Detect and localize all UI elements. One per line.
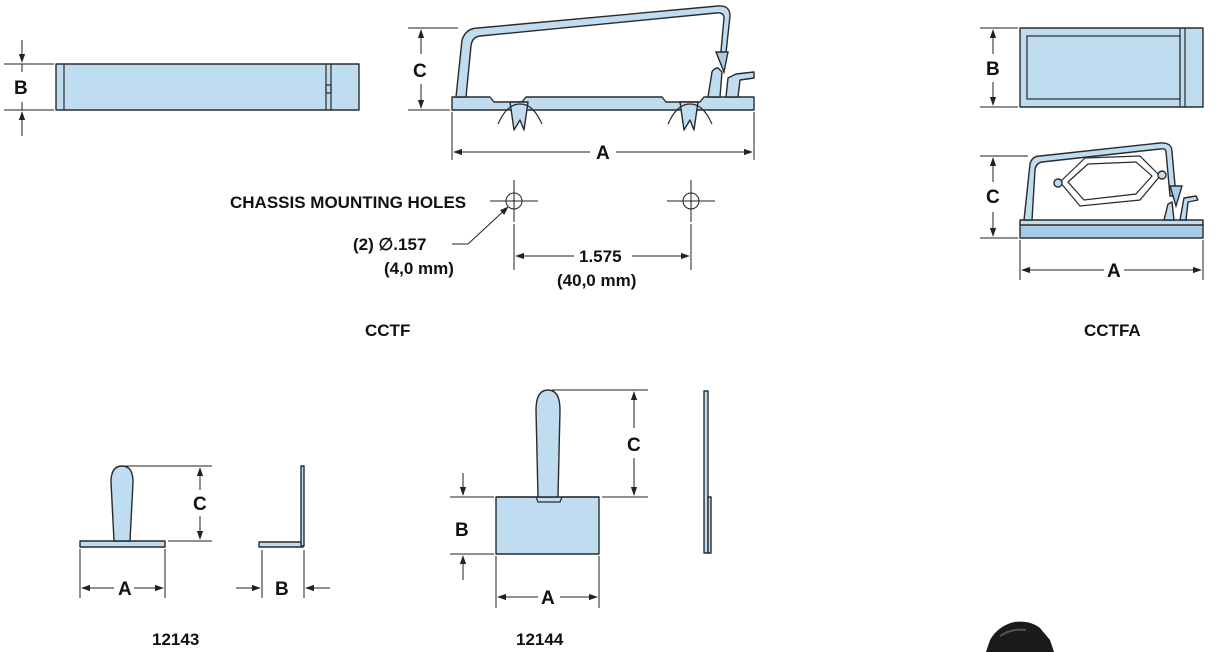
partial-product-photo [986, 621, 1054, 652]
mounting-holes-label: CHASSIS MOUNTING HOLES [230, 193, 466, 212]
p12143-dim-c-label: C [193, 494, 207, 515]
p12143-caption: 12143 [152, 630, 199, 649]
cctf-dim-c-label: C [413, 61, 427, 82]
hole-diameter-label: (2) ∅.157 [353, 235, 426, 254]
part-12143-front-view: C A [79, 465, 212, 600]
hole-diameter-mm-label: (4,0 mm) [384, 259, 454, 278]
hole-spacing-label: 1.575 [579, 247, 622, 266]
p12144-dim-a-label: A [541, 588, 555, 609]
cctf-dim-a-label: A [596, 143, 610, 164]
part-12144-side-view [703, 390, 712, 554]
p12144-dim-c-label: C [627, 435, 641, 456]
cctf-caption: CCTF [365, 321, 410, 340]
part-12143-side-view: B [236, 465, 330, 600]
p12144-dim-b-label: B [455, 520, 469, 541]
part-12144-front-view: C B A [450, 389, 648, 609]
cctfa-caption: CCTFA [1084, 321, 1141, 340]
cctfa-dim-a-label: A [1107, 261, 1121, 282]
p12144-caption: 12144 [516, 630, 564, 649]
cctfa-top-view: B [980, 27, 1204, 108]
p12143-dim-b-label: B [275, 579, 289, 600]
cctfa-front-view: C A [980, 142, 1204, 282]
p12143-dim-a-label: A [118, 579, 132, 600]
cctf-mounting-holes: CHASSIS MOUNTING HOLES (2) ∅.157 (4,0 mm… [230, 180, 715, 290]
cctfa-dim-c-label: C [986, 187, 1000, 208]
cctf-dim-b-label: B [14, 78, 28, 99]
cctfa-dim-b-label: B [986, 59, 1000, 80]
cctf-front-view: C A [408, 5, 755, 164]
cctf-side-view: B [4, 40, 360, 136]
hole-spacing-mm-label: (40,0 mm) [557, 271, 636, 290]
